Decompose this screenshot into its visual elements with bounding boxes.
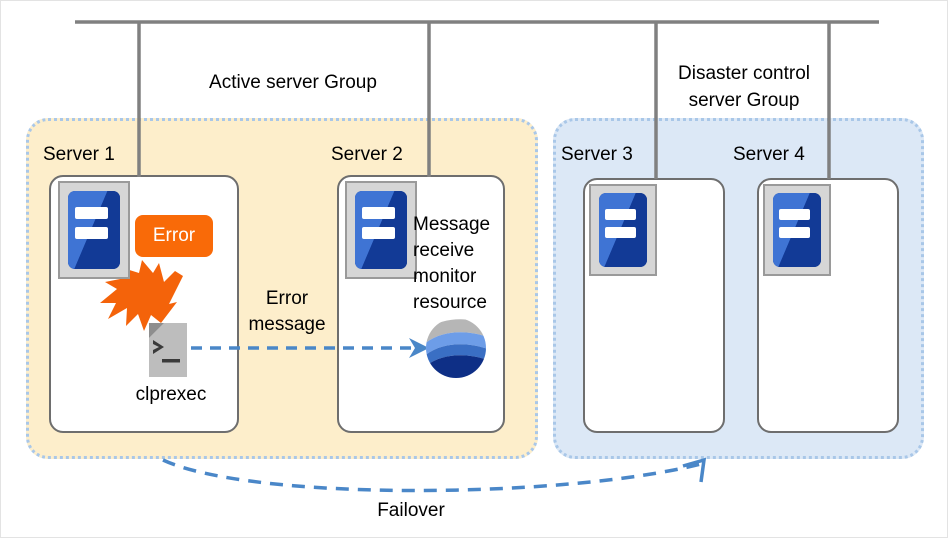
- server-tower-icon-server-4: [763, 184, 831, 276]
- server-caption-server-2: Server 2: [331, 144, 403, 165]
- terminal-document-icon: [149, 323, 187, 377]
- error-message-label: Error message: [248, 288, 326, 335]
- clprexec-label: clprexec: [135, 384, 207, 405]
- server-tower-icon-server-2: [345, 181, 417, 279]
- globe-icon: [426, 318, 486, 378]
- failover-arrow: [162, 457, 707, 493]
- server-tower-icon-server-1: [58, 181, 130, 279]
- failover-label: Failover: [377, 500, 445, 521]
- lightning-burst-icon: [100, 260, 183, 331]
- group-title-active-server-group: Active server Group: [209, 72, 377, 93]
- message-receive-monitor-resource-label: Message receive monitor resource: [413, 214, 491, 313]
- group-title-disaster-control-server-group: Disaster control server Group: [678, 63, 810, 111]
- server-caption-server-4: Server 4: [733, 144, 805, 165]
- server-tower-icon-server-3: [589, 184, 657, 276]
- server-caption-server-1: Server 1: [43, 144, 115, 165]
- network-bus: [75, 20, 879, 179]
- error-message-arrow: [191, 338, 429, 358]
- status-badge-error: Error: [135, 215, 213, 257]
- server-caption-server-3: Server 3: [561, 144, 633, 165]
